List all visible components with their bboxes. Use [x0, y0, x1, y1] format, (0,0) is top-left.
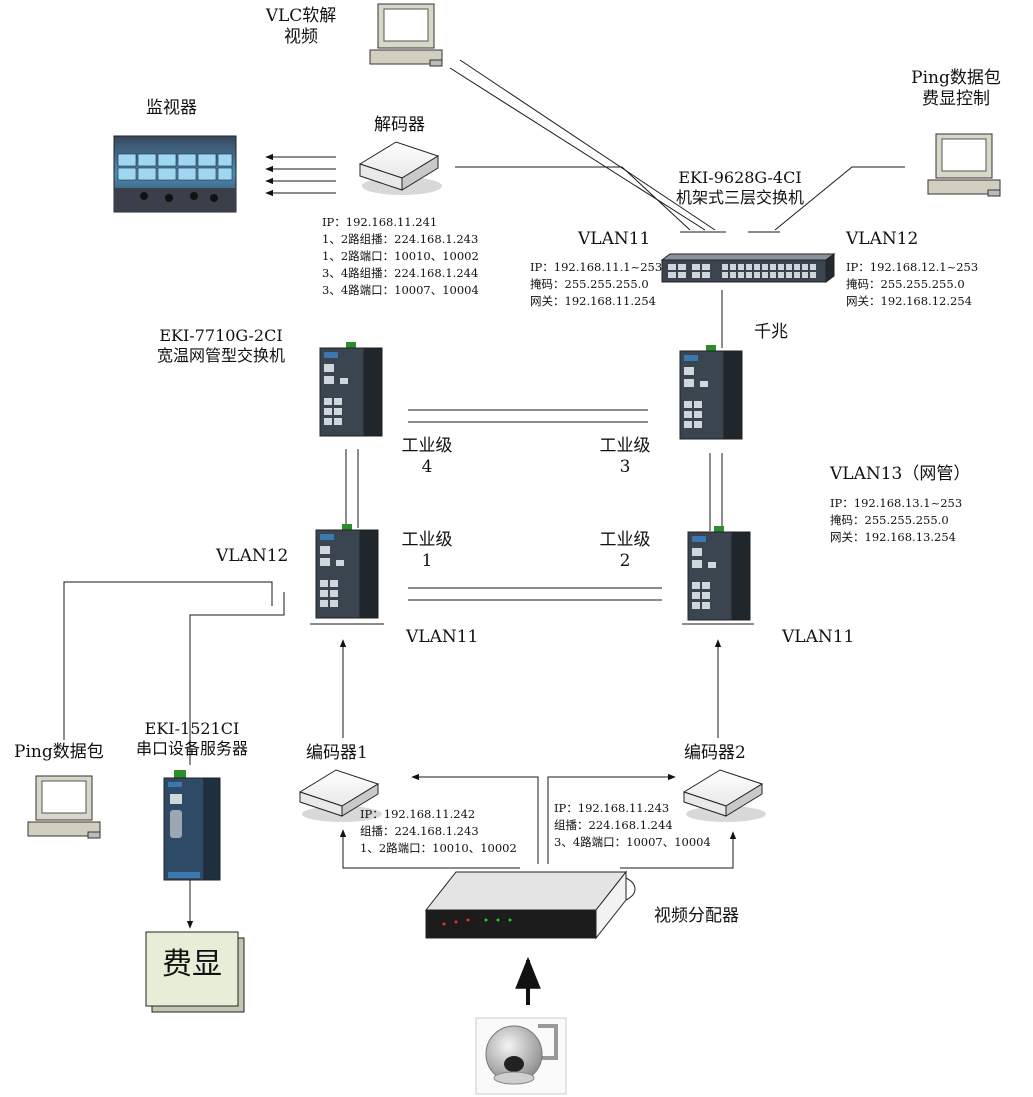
encoder2-info: IP：192.168.11.243 组播：224.168.1.244 3、4路端…	[554, 801, 711, 849]
core-switch-label: EKI-9628G-4CI 机架式三层交换机	[675, 168, 804, 207]
video-wall-icon	[113, 135, 237, 213]
decoder-info: IP：192.168.11.241 1、2路组播：224.168.1.243 1…	[322, 215, 479, 297]
desktop-computer-icon	[369, 3, 443, 67]
monitor-label: 监视器	[146, 98, 197, 118]
encoder1-label: 编码器1	[306, 743, 368, 763]
serial-device-server-icon	[163, 770, 221, 881]
decoder-box-icon	[358, 141, 442, 195]
gigabit-label: 千兆	[754, 322, 788, 342]
video-splitter-label: 视频分配器	[654, 906, 739, 926]
vlan11-mid-left-label: VLAN11	[406, 627, 479, 647]
dome-camera-icon	[475, 1017, 567, 1095]
connection-lines	[63, 59, 905, 929]
vlan13-info: IP：192.168.13.1~253 掩码：255.255.255.0 网关：…	[830, 496, 963, 544]
video-splitter-icon	[424, 870, 636, 940]
vlc-label: VLC软解 视频	[265, 6, 337, 48]
vlan12-left-label: VLAN12	[216, 546, 289, 566]
industrial-2-label: 工业级 2	[599, 530, 651, 572]
rack-switch-icon	[660, 253, 836, 283]
industrial-switch-icon	[319, 342, 383, 437]
eki7710-label: EKI-7710G-2CI 宽温网管型交换机	[156, 326, 285, 365]
feixian-box	[145, 931, 245, 1013]
industrial-1-label: 工业级 1	[401, 530, 453, 572]
encoder-box-icon	[682, 769, 766, 822]
industrial-4-label: 工业级 4	[401, 436, 453, 478]
decoder-label: 解码器	[374, 115, 425, 135]
vlan11-info: IP：192.168.11.1~253 掩码：255.255.255.0 网关：…	[530, 260, 663, 308]
industrial-switch-icon	[315, 524, 379, 619]
desktop-computer-icon	[27, 775, 101, 839]
ping-top-label: Ping数据包 费显控制	[911, 68, 1001, 110]
vlan12-top-label: VLAN12	[846, 229, 919, 249]
vlan11-mid-right-label: VLAN11	[782, 627, 855, 647]
ping-bottom-label: Ping数据包	[14, 742, 104, 762]
vlan11-top-label: VLAN11	[578, 229, 651, 249]
vlan12-info: IP：192.168.12.1~253 掩码：255.255.255.0 网关：…	[846, 260, 979, 308]
industrial-switch-icon	[679, 345, 743, 440]
encoder2-label: 编码器2	[684, 743, 746, 763]
industrial-3-label: 工业级 3	[599, 436, 651, 478]
eki1521-label: EKI-1521CI 串口设备服务器	[135, 719, 248, 758]
feixian-label: 费显	[162, 947, 222, 982]
desktop-computer-icon	[927, 133, 1001, 197]
industrial-switch-icon	[687, 526, 751, 621]
encoder1-info: IP：192.168.11.242 组播：224.168.1.243 1、2路端…	[360, 807, 517, 855]
vlan13-label: VLAN13（网管）	[830, 464, 971, 484]
encoder-box-icon	[298, 769, 382, 822]
